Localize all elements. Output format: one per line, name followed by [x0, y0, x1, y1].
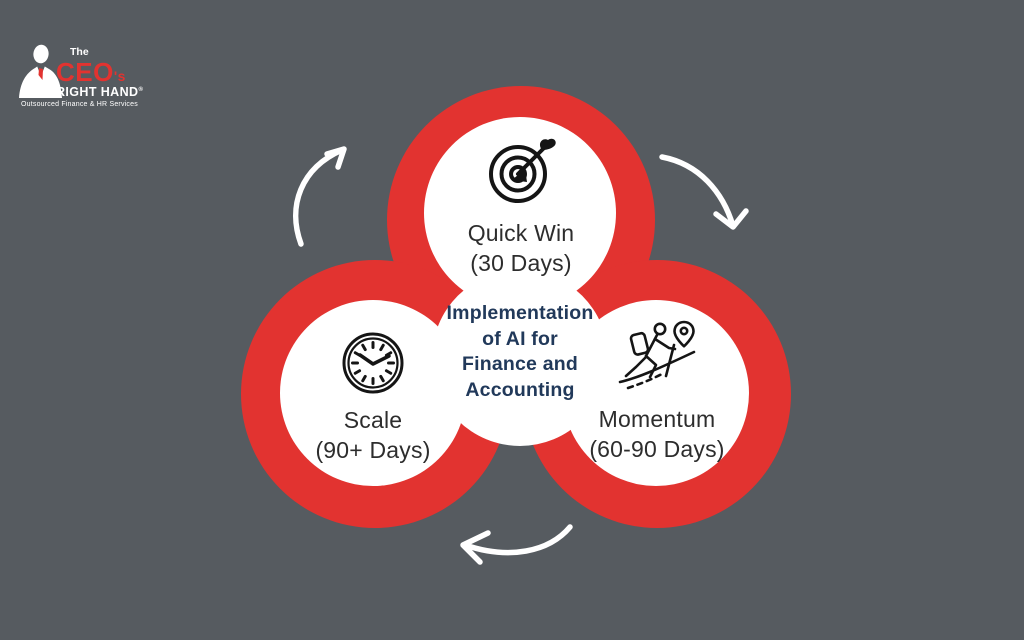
- center-title-line-3: Finance and: [462, 353, 578, 375]
- node-quick-win: Quick Win (30 Days): [421, 136, 621, 278]
- logo-word-right-hand: RIGHT HAND: [56, 84, 139, 99]
- curved-arrow-left: [460, 524, 573, 565]
- center-hub-circle: [432, 270, 608, 446]
- node-title-momentum: Momentum: [598, 406, 716, 432]
- center-title-line-1: Implementation: [446, 302, 594, 324]
- ceos-right-hand-logo: The CEO's RIGHT HAND® Outsourced Finance…: [18, 44, 148, 108]
- logo-tagline: Outsourced Finance & HR Services: [21, 101, 138, 108]
- node-title-scale: Scale: [343, 407, 403, 433]
- target-dart-icon: [489, 138, 556, 203]
- businessman-silhouette-icon: [19, 44, 62, 98]
- logo-word-ceo: CEO: [56, 56, 114, 87]
- clock-icon: [342, 332, 404, 394]
- center-title: Implementation of AI for Finance and Acc…: [420, 301, 620, 403]
- center-title-line-2: of AI for: [482, 327, 558, 350]
- logo-apostrophe-s: 's: [113, 67, 126, 84]
- logo-word-the: The: [70, 46, 89, 58]
- center-title-line-4: Accounting: [465, 378, 575, 401]
- curved-arrow-down-right: [659, 154, 749, 230]
- node-duration-quick-win: (30 Days): [470, 250, 572, 276]
- node-scale: Scale (90+ Days): [273, 331, 473, 465]
- hiker-location-icon: [618, 320, 696, 390]
- node-momentum: Momentum (60-90 Days): [557, 320, 757, 464]
- registered-mark: ®: [138, 86, 144, 93]
- node-duration-momentum: (60-90 Days): [589, 436, 725, 462]
- node-title-quick-win: Quick Win: [467, 220, 575, 246]
- node-duration-scale: (90+ Days): [315, 437, 431, 463]
- curved-arrow-up-right: [292, 146, 347, 247]
